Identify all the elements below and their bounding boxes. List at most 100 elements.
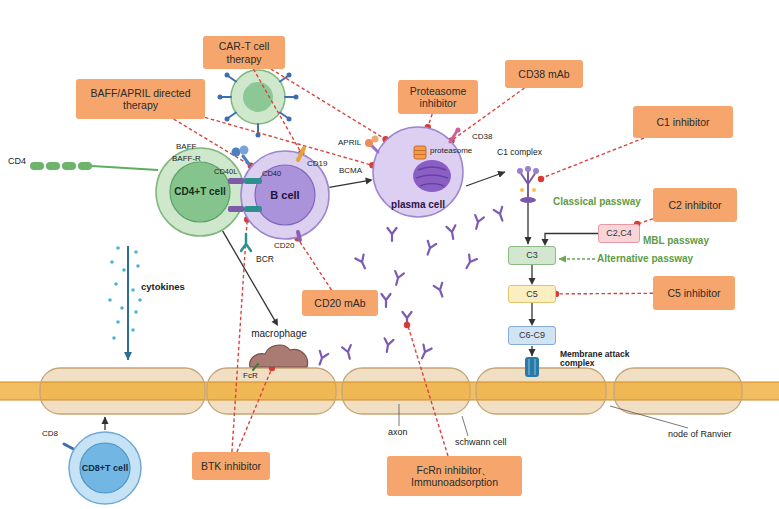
arrow-connector [531, 303, 532, 321]
dashed-leader [298, 238, 332, 290]
label-text: APRIL [338, 139, 361, 148]
label-text: CD40 [262, 170, 281, 178]
car-t-cell [228, 76, 236, 82]
dashed-leader [253, 69, 301, 153]
leader-line [610, 406, 688, 428]
nerve-fiber [614, 368, 742, 414]
antibody [382, 294, 391, 307]
label-text: CD38 [472, 133, 492, 142]
therapy-box: CD38 mAb [505, 60, 583, 88]
antibody [342, 345, 354, 360]
car-t-cell [294, 95, 299, 100]
plasma-cell-shape [372, 136, 379, 143]
inhibitor-leader [538, 176, 544, 182]
node-text: C1 inhibitor [656, 116, 709, 128]
antibody [434, 283, 447, 298]
antibody [388, 228, 397, 241]
leader-line [399, 404, 400, 426]
nerve-fiber [476, 368, 606, 414]
pathway-arrow [527, 203, 528, 244]
arrow-connector [223, 231, 276, 322]
therapy-box: C2 inhibitor [653, 188, 737, 222]
b-cell-shape [228, 178, 244, 184]
c1-complex [517, 166, 539, 203]
label-text: cytokines [141, 282, 185, 292]
arrow-head [529, 319, 536, 326]
c1-complex [520, 188, 524, 192]
complement-box: C5 [508, 285, 556, 303]
nerve-fiber [0, 382, 779, 383]
label-text: BCR [256, 255, 274, 264]
cytokines [136, 264, 140, 268]
c1-complex [520, 197, 536, 203]
membrane-attack-complex [535, 359, 536, 375]
node-text: BTK inhibitor [201, 460, 261, 472]
cytokines [120, 306, 124, 310]
plasma-cell-shape [414, 146, 426, 159]
cytokines [108, 298, 112, 302]
antibody [494, 207, 507, 222]
dashed-leader [237, 368, 272, 452]
cytokines [134, 250, 138, 254]
arrow-connector [531, 265, 532, 280]
cd4-molecule [30, 162, 158, 170]
c1-complex [517, 168, 523, 174]
pathway-arrow [559, 258, 595, 260]
inhibitor-leader [404, 138, 644, 456]
pathway-arrow [104, 417, 105, 430]
c1-complex [528, 172, 536, 184]
cytokines [108, 246, 142, 360]
therapy-box: C1 inhibitor [633, 106, 733, 138]
cd4-molecule [30, 162, 44, 170]
t-cell-shape [69, 432, 141, 504]
b-cell-shape [232, 148, 241, 157]
antibody [423, 241, 436, 256]
node-text: C3 [526, 250, 538, 260]
node-text: C5 inhibitor [667, 287, 720, 299]
inhibitor-leader [542, 138, 644, 178]
arrow-connector [545, 234, 598, 242]
label-text: CD40L [214, 168, 237, 176]
label-text: BAFF-R [172, 155, 201, 164]
car-t-cell [231, 70, 285, 124]
car-t-cell [287, 117, 292, 122]
nerve-fiber [207, 368, 336, 414]
node-text: C6-C9 [519, 330, 545, 340]
t-cell: CD8+T cell [68, 431, 142, 505]
inhibitor-leader [408, 326, 448, 456]
plasma-cell-shape [413, 160, 451, 192]
complement-box: C6-C9 [508, 326, 556, 345]
cd4-molecule [46, 162, 60, 170]
node-text: plasma cell [391, 199, 445, 211]
node-text: CD4+T cell [174, 186, 225, 198]
cytokines [108, 246, 142, 340]
cd4-molecule [62, 162, 76, 170]
arrow-head [542, 239, 549, 246]
b-cell-shape [298, 232, 300, 240]
c1-complex [533, 168, 539, 174]
node-text: BAFF/APRIL directed therapy [81, 87, 200, 111]
plasma-cell: plasma cell [372, 126, 464, 218]
label-text: axon [388, 428, 408, 438]
arrow-head [365, 178, 372, 185]
cytokines [127, 246, 129, 360]
therapy-box: CD20 mAb [302, 290, 378, 316]
antibody [315, 207, 506, 366]
arrow-head [529, 278, 536, 285]
dashed-leader [232, 219, 247, 452]
label-text: node of Ranvier [668, 430, 732, 440]
node-text: C2 inhibitor [668, 199, 721, 211]
car-t-cell [221, 76, 295, 134]
car-t-cell [287, 73, 292, 78]
complement-box: C3 [508, 246, 556, 265]
therapy-box: BTK inhibitor [192, 452, 270, 480]
cytokines [134, 310, 138, 314]
nerve-fiber [0, 382, 779, 400]
antibody [315, 351, 328, 366]
node-text: CD8+T cell [82, 463, 128, 473]
cytokines [116, 320, 120, 324]
membrane-attack-complex [529, 359, 530, 375]
pathway-arrow [466, 172, 505, 186]
b-cell-shape [241, 234, 251, 251]
